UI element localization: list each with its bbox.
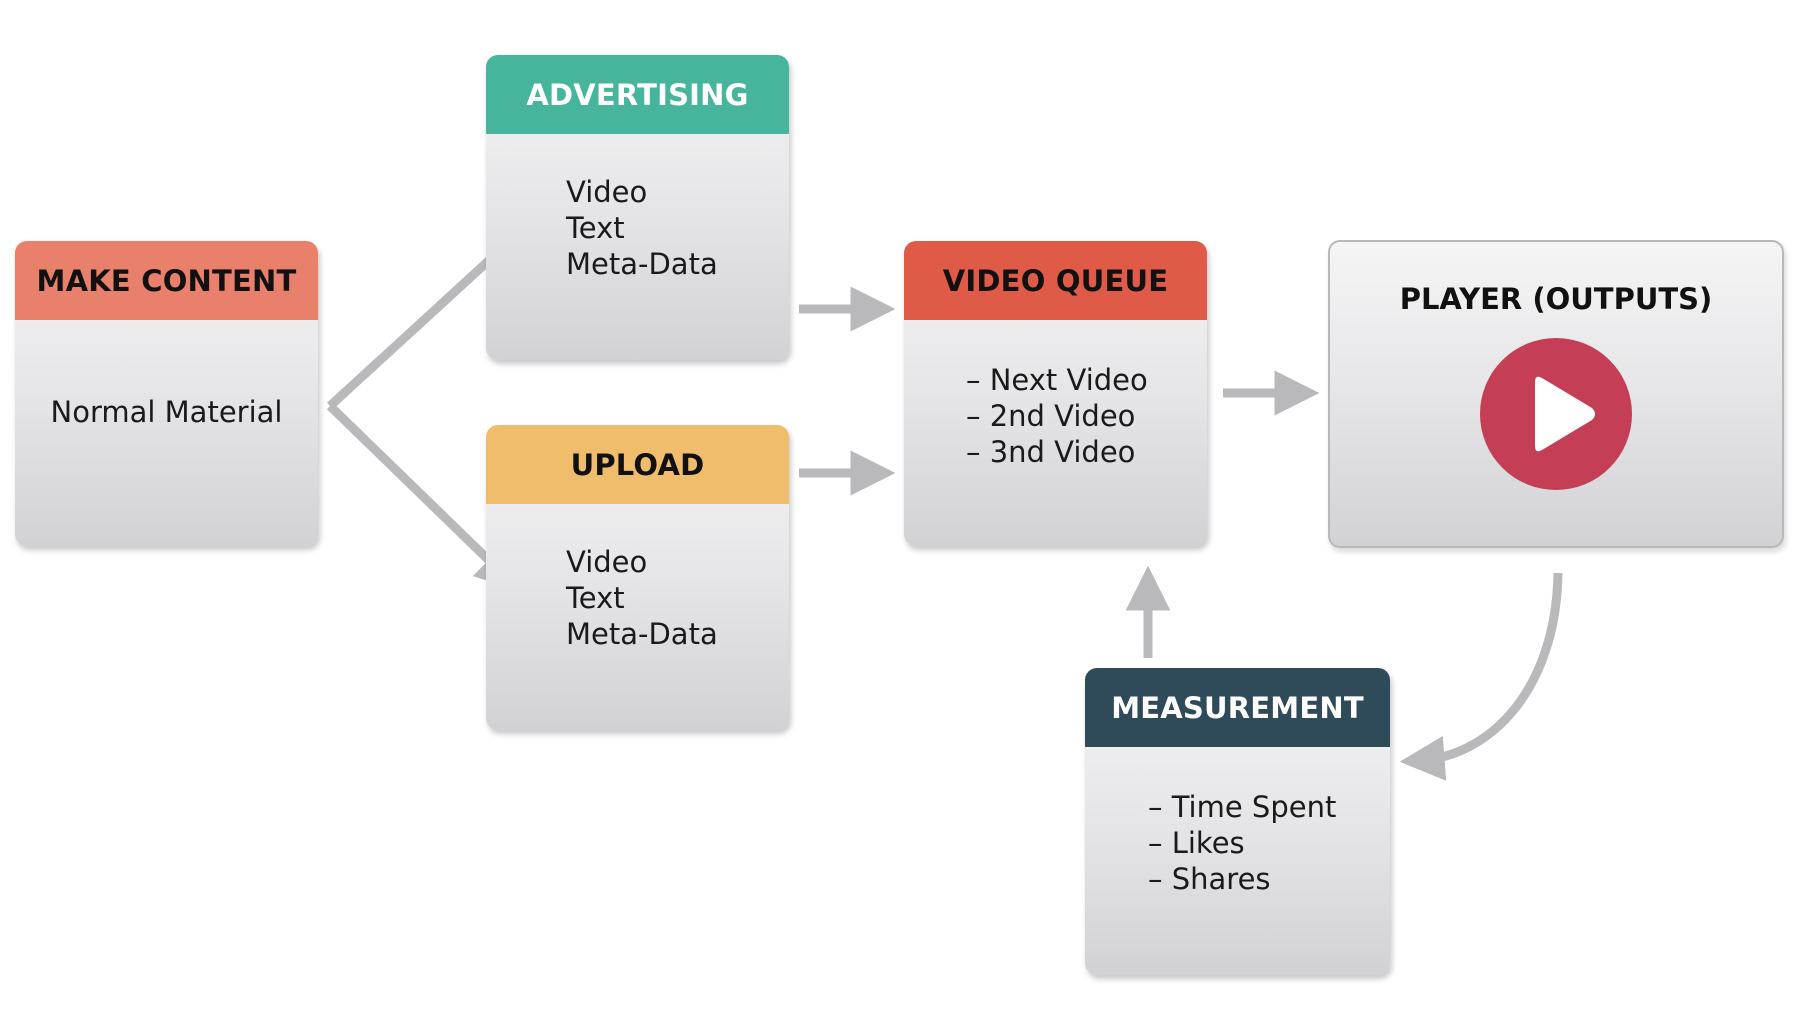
play-button[interactable] [1480, 338, 1632, 490]
upload-body: Video Text Meta-Data [486, 504, 789, 730]
arrow-player-to-measurement [1399, 572, 1563, 781]
advertising-item-text: Text [566, 211, 625, 245]
measurement-item-shares: – Shares [1148, 862, 1271, 896]
measurement-title: MEASUREMENT [1085, 668, 1390, 747]
upload-item-text: Text [566, 581, 625, 615]
measurement-item-likes: – Likes [1148, 826, 1245, 860]
player-box: PLAYER (OUTPUTS) [1328, 240, 1784, 548]
make-content-item: Normal Material [50, 395, 283, 429]
advertising-body: Video Text Meta-Data [486, 134, 789, 360]
upload-title: UPLOAD [486, 425, 789, 504]
video-queue-box: VIDEO QUEUE – Next Video – 2nd Video – 3… [904, 241, 1207, 546]
video-queue-title: VIDEO QUEUE [904, 241, 1207, 320]
advertising-item-video: Video [566, 175, 648, 209]
play-icon [1535, 376, 1595, 452]
advertising-box: ADVERTISING Video Text Meta-Data [486, 55, 789, 360]
make-content-box: MAKE CONTENT Normal Material [15, 241, 318, 546]
upload-item-meta-data: Meta-Data [566, 617, 718, 651]
advertising-title: ADVERTISING [486, 55, 789, 134]
upload-item-video: Video [566, 545, 648, 579]
advertising-item-meta-data: Meta-Data [566, 247, 718, 281]
measurement-item-time-spent: – Time Spent [1148, 790, 1337, 824]
measurement-body: – Time Spent – Likes – Shares [1085, 747, 1390, 975]
player-title: PLAYER (OUTPUTS) [1399, 282, 1713, 316]
video-queue-item-3nd: – 3nd Video [966, 435, 1136, 469]
video-queue-item-2nd: – 2nd Video [966, 399, 1136, 433]
video-queue-item-next: – Next Video [966, 363, 1148, 397]
measurement-box: MEASUREMENT – Time Spent – Likes – Share… [1085, 668, 1390, 975]
upload-box: UPLOAD Video Text Meta-Data [486, 425, 789, 730]
make-content-body: Normal Material [15, 320, 318, 546]
arrow-make-content-to-upload [326, 402, 521, 592]
video-queue-body: – Next Video – 2nd Video – 3nd Video [904, 320, 1207, 546]
make-content-title: MAKE CONTENT [15, 241, 318, 320]
